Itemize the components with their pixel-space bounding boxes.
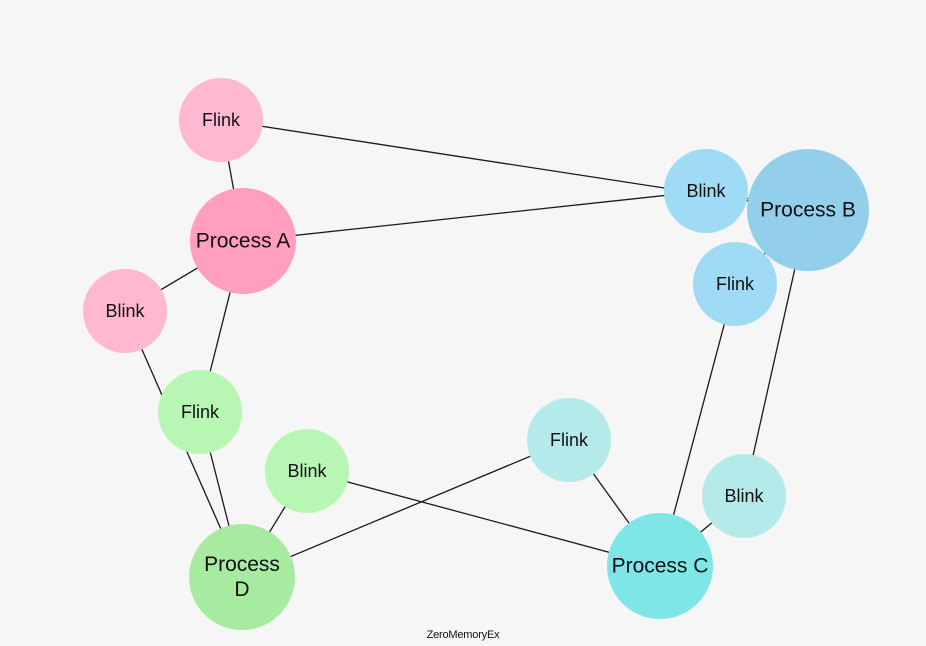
node-circle-process-d <box>189 524 295 630</box>
node-label-process-d-flink: Flink <box>181 402 220 422</box>
node-circle-process-c-blink <box>702 454 786 538</box>
node-label-process-a-blink: Blink <box>105 301 145 321</box>
edge-process-c-flink-to-process-d <box>241 439 570 578</box>
node-circle-process-a-flink <box>179 78 263 162</box>
node-circle-process-b-flink <box>693 242 777 326</box>
node-process-d-flink: Flink <box>158 370 242 454</box>
node-label-process-b: Process B <box>760 199 856 222</box>
node-process-c-blink: Blink <box>702 454 786 538</box>
node-process-c: Process C <box>607 513 713 619</box>
node-process-d-blink: Blink <box>265 429 349 513</box>
node-label-process-c-blink: Blink <box>724 486 764 506</box>
node-label-process-a-flink: Flink <box>202 110 241 130</box>
node-label-process-d-line-1: Process <box>204 553 280 576</box>
node-process-c-flink: Flink <box>527 398 611 482</box>
node-process-a-flink: Flink <box>179 78 263 162</box>
node-process-a: Process A <box>190 188 296 294</box>
node-circle-process-b-blink <box>664 149 748 233</box>
node-process-b: Process B <box>747 149 869 271</box>
edge-process-a-to-process-b-blink <box>242 190 707 242</box>
node-label-process-a: Process A <box>196 230 291 253</box>
node-circle-process-a <box>190 188 296 294</box>
node-circle-process-c-flink <box>527 398 611 482</box>
node-circle-process-c <box>607 513 713 619</box>
node-process-b-blink: Blink <box>664 149 748 233</box>
node-label-process-c-flink: Flink <box>550 430 589 450</box>
edge-process-d-blink-to-process-c <box>306 470 661 567</box>
node-label-process-d-line-2: D <box>234 578 249 601</box>
node-circle-process-d-blink <box>265 429 349 513</box>
node-label-process-c: Process C <box>612 555 709 578</box>
node-label-process-b-blink: Blink <box>686 181 726 201</box>
node-label-process-b-flink: Flink <box>716 274 755 294</box>
node-circle-process-b <box>747 149 869 271</box>
node-circle-process-d-flink <box>158 370 242 454</box>
node-process-b-flink: Flink <box>693 242 777 326</box>
author-credit: ZeroMemoryEx <box>426 629 500 641</box>
node-circle-process-a-blink <box>83 269 167 353</box>
node-process-a-blink: Blink <box>83 269 167 353</box>
node-label-process-d-blink: Blink <box>287 461 327 481</box>
